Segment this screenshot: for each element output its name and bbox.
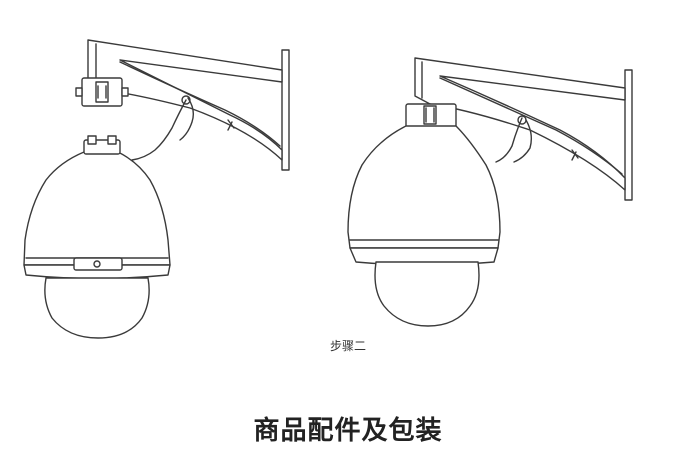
- safety-cable-right: [495, 117, 523, 163]
- safety-cable-left: [131, 99, 187, 161]
- wall-plate-left: [281, 49, 290, 171]
- camera-left-icon: [23, 39, 290, 339]
- dome-housing-left: [23, 151, 171, 266]
- section-title: 商品配件及包装: [253, 416, 443, 446]
- dome-housing-right: [347, 125, 501, 249]
- camera-right-icon: [347, 57, 633, 327]
- dome-bubble-right: [374, 261, 480, 327]
- wall-plate-right: [624, 69, 633, 201]
- step-caption: 步骤二: [329, 339, 366, 353]
- dome-bubble-left: [44, 277, 150, 339]
